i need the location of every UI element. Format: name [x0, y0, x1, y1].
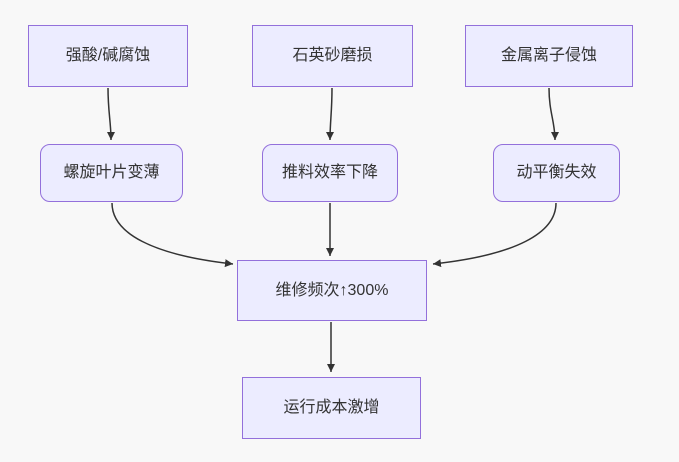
edge-cause-quartz-to-effect-efficiency [326, 87, 335, 141]
edge-effect-balance-to-converge [432, 202, 557, 268]
node-cause-quartz: 石英砂磨损 [252, 25, 413, 87]
node-label: 运行成本激增 [283, 399, 380, 417]
edge-effect-blade-to-converge [111, 202, 234, 268]
node-label: 强酸/碱腐蚀 [65, 47, 151, 65]
node-effect-blade: 螺旋叶片变薄 [40, 144, 183, 202]
node-effect-balance: 动平衡失效 [493, 144, 620, 202]
node-cause-acid: 强酸/碱腐蚀 [28, 25, 188, 87]
edge-cause-acid-to-effect-blade [106, 87, 115, 141]
node-label: 螺旋叶片变薄 [63, 164, 160, 182]
node-label: 动平衡失效 [516, 164, 597, 182]
node-converge-maintenance: 维修频次↑300% [237, 260, 427, 321]
node-label: 金属离子侵蚀 [500, 47, 597, 65]
node-label: 维修频次↑300% [275, 281, 389, 299]
node-label: 推料效率下降 [281, 164, 378, 182]
node-label: 石英砂磨损 [292, 47, 373, 65]
node-cause-metal: 金属离子侵蚀 [465, 25, 633, 87]
edge-cause-metal-to-effect-balance [548, 87, 559, 141]
node-result-cost: 运行成本激增 [242, 377, 421, 439]
node-effect-efficiency: 推料效率下降 [262, 144, 398, 202]
